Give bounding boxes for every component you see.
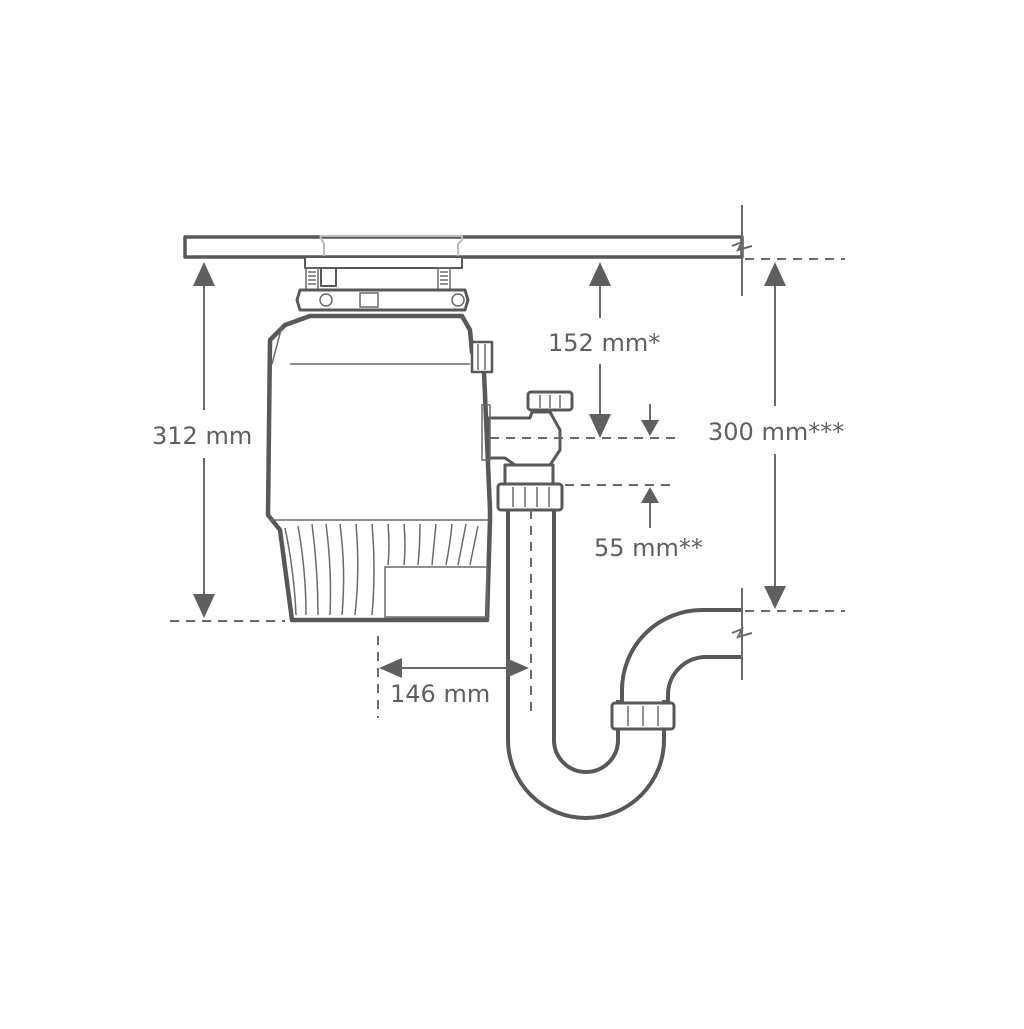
sink-mounting-assembly — [295, 256, 470, 312]
label-horizontal-offset: 146 mm — [390, 680, 490, 708]
disposer-unit — [265, 313, 494, 623]
label-outlet-offset: 55 mm** — [594, 534, 703, 562]
countertop — [183, 205, 753, 296]
label-outlet-drop: 152 mm* — [548, 329, 660, 357]
label-overall-height: 312 mm — [152, 422, 252, 450]
dimension-wall-drain-height: 300 mm*** — [708, 258, 845, 612]
wall-drain-pipe — [620, 588, 753, 703]
label-wall-drain-height: 300 mm*** — [708, 418, 844, 446]
dimension-horizontal-offset: 146 mm — [377, 510, 532, 718]
discharge-outlet — [481, 390, 574, 467]
sink-flange — [319, 235, 463, 256]
p-trap — [496, 463, 676, 820]
dimension-outlet-drop: 152 mm* — [548, 262, 660, 438]
dimension-overall-height: 312 mm — [152, 262, 285, 622]
dimension-outlet-offset: 55 mm** — [490, 404, 703, 562]
